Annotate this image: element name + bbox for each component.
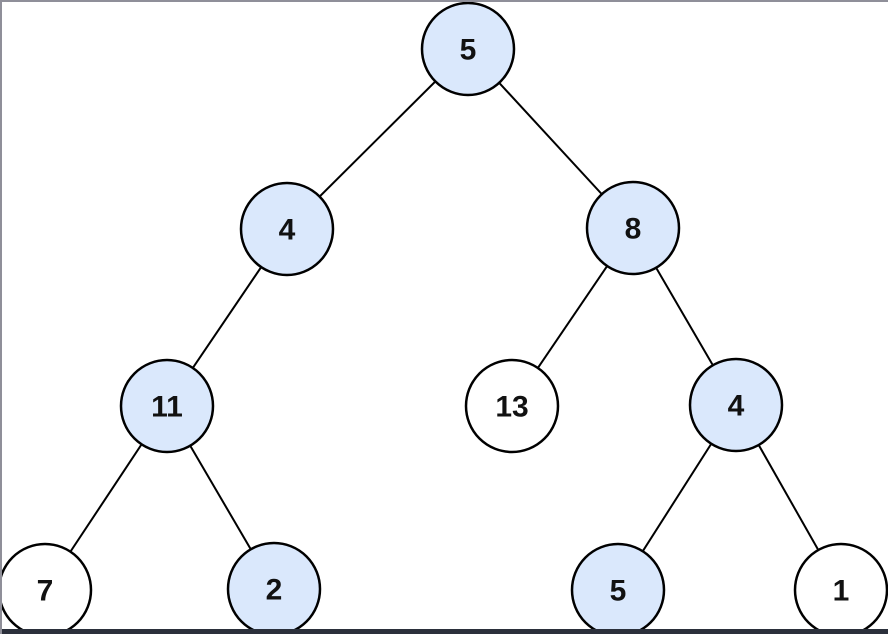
tree-node-leaf5: 5 bbox=[570, 542, 666, 634]
tree-node-circle bbox=[119, 358, 215, 454]
tree-node-circle bbox=[420, 2, 516, 97]
tree-node-circle bbox=[570, 542, 666, 634]
tree-node-r4: 4 bbox=[688, 357, 784, 453]
tree-node-n7: 7 bbox=[2, 542, 93, 634]
tree-node-r8: 8 bbox=[585, 180, 681, 276]
tree-node-label: 8 bbox=[625, 213, 642, 246]
tree-node-l4: 4 bbox=[239, 181, 335, 277]
tree-node-root5: 5 bbox=[420, 2, 516, 97]
tree-node-label: 1 bbox=[833, 575, 850, 608]
bottom-border-bar bbox=[2, 629, 888, 634]
tree-node-n11: 11 bbox=[119, 358, 215, 454]
tree-node-label: 4 bbox=[728, 390, 745, 423]
tree-node-n13: 13 bbox=[464, 358, 560, 454]
tree-node-circle bbox=[2, 542, 93, 634]
tree-node-label: 5 bbox=[610, 575, 627, 608]
tree-node-label: 13 bbox=[495, 391, 528, 424]
tree-node-circle bbox=[793, 542, 888, 634]
tree-node-label: 7 bbox=[37, 575, 54, 608]
tree-node-label: 11 bbox=[151, 391, 183, 424]
tree-node-circle bbox=[226, 541, 322, 634]
tree-node-circle bbox=[464, 358, 560, 454]
tree-edges-layer bbox=[44, 48, 842, 591]
tree-node-circle bbox=[585, 180, 681, 276]
tree-node-circle bbox=[239, 181, 335, 277]
tree-node-circle bbox=[688, 357, 784, 453]
tree-node-label: 5 bbox=[460, 34, 477, 67]
tree-node-n1: 1 bbox=[793, 542, 888, 634]
tree-node-label: 4 bbox=[279, 214, 296, 247]
tree-node-n2: 2 bbox=[226, 541, 322, 634]
tree-node-label: 2 bbox=[266, 574, 283, 607]
